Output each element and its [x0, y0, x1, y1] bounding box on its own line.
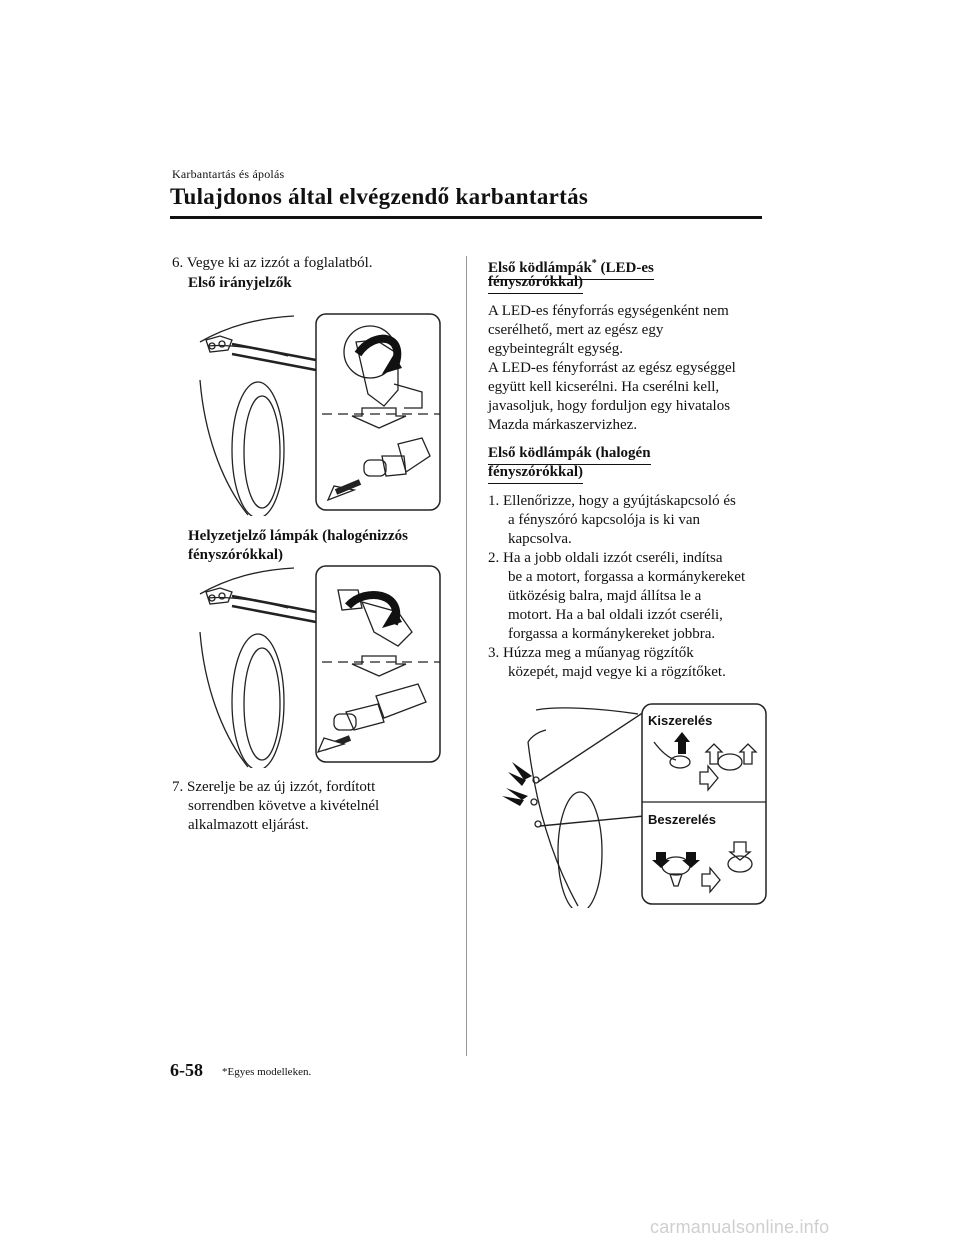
step-2-line-1: 2. Ha a jobb oldali izzót cseréli, indít…	[488, 550, 723, 566]
step-1-line-2: a fényszóró kapcsolója is ki van	[508, 512, 701, 528]
title-rule	[170, 216, 762, 219]
subheading-front-turn-signals: Első irányjelzők	[188, 275, 292, 291]
column-divider	[466, 256, 467, 1056]
para-led-line-3: egybeintegrált egység.	[488, 341, 623, 357]
step-2-line-4: motort. Ha a bal oldali izzót cseréli,	[508, 607, 723, 623]
retainer-clip-illustration	[502, 703, 767, 908]
para-led-line-1: A LED-es fényforrás egységenként nem	[488, 303, 729, 319]
heading-led-fog-lamps-1: Első ködlámpák* (LED-es	[488, 254, 654, 281]
step-3-line-2: közepét, majd vegye ki a rögzítőket.	[508, 664, 726, 680]
para-led-line-4: A LED-es fényforrást az egész egységgel	[488, 360, 736, 376]
step-6: 6. Vegye ki az izzót a foglalatból.	[172, 255, 373, 271]
footnote: *Egyes modelleken.	[222, 1066, 312, 1078]
parking-lamp-bulb-illustration	[199, 565, 441, 768]
heading-led-fog-lamps-2: fényszórókkal)	[488, 273, 583, 295]
step-2-line-5: forgassa a kormánykereket jobbra.	[508, 626, 716, 642]
watermark: carmanualsonline.info	[650, 1217, 830, 1237]
step-7-line-3: alkalmazott eljárást.	[188, 817, 309, 833]
label-install: Beszerelés	[648, 812, 716, 827]
subheading-parking-lamps-2: fényszórókkal)	[188, 547, 283, 563]
step-3-line-1: 3. Húzza meg a műanyag rögzítők	[488, 645, 694, 661]
section-label: Karbantartás és ápolás	[172, 167, 285, 181]
step-1-line-1: 1. Ellenőrizze, hogy a gyújtáskapcsoló é…	[488, 493, 736, 509]
para-led-line-5: együtt kell kicserélni. Ha cserélni kell…	[488, 379, 720, 395]
page-number: 6-58	[170, 1060, 203, 1080]
step-2-line-2: be a motort, forgassa a kormánykereket	[508, 569, 746, 585]
para-led-line-6: javasoljuk, hogy forduljon egy hivatalos	[488, 398, 731, 414]
heading-halogen-fog-lamps-2: fényszórókkal)	[488, 463, 583, 485]
step-1-line-3: kapcsolva.	[508, 531, 572, 547]
step-7-line-2: sorrendben követve a kivételnél	[188, 798, 380, 814]
subheading-parking-lamps-1: Helyzetjelző lámpák (halogénizzós	[188, 528, 408, 544]
para-led-line-2: cserélhető, mert az egész egy	[488, 322, 664, 338]
page-title: Tulajdonos által elvégzendő karbantartás	[170, 184, 589, 209]
turn-signal-bulb-illustration	[199, 313, 441, 516]
step-7-line-1: 7. Szerelje be az új izzót, fordított	[172, 779, 376, 795]
label-remove: Kiszerelés	[648, 713, 713, 728]
step-2-line-3: ütközésig balra, majd állítsa le a	[508, 588, 702, 604]
heading-halogen-fog-lamps-1: Első ködlámpák (halogén	[488, 444, 651, 466]
para-led-line-7: Mazda márkaszervizhez.	[488, 417, 638, 433]
